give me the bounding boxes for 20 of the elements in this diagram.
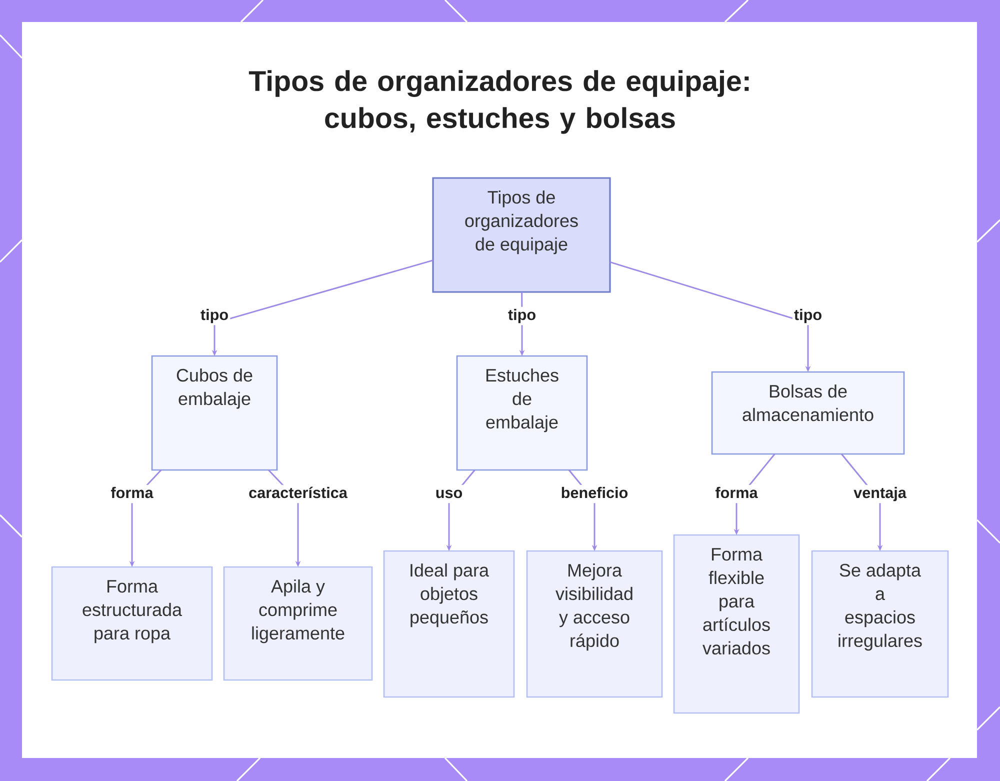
edge-label: ventaja — [852, 484, 908, 504]
edge-label: forma — [714, 484, 760, 504]
concept-box: Cubos de embalaje — [151, 355, 278, 471]
edge-label: tipo — [198, 306, 230, 326]
edge-label: tipo — [792, 306, 824, 326]
edge-label: uso — [434, 484, 464, 504]
concept-box: Se adapta a espacios irregulares — [811, 550, 949, 698]
edge-label: forma — [109, 484, 155, 504]
edge-label: característica — [246, 484, 350, 504]
concept-box: Forma estructurada para ropa — [51, 566, 213, 681]
concept-box: Ideal para objetos pequeños — [383, 550, 515, 698]
concept-box: Tipos de organizadores de equipaje — [432, 177, 611, 293]
title: Tipos de organizadores de equipaje: cubos, estuches y bolsas — [248, 70, 749, 134]
concept-box: Apila y comprime ligeramente — [223, 566, 373, 681]
concept-box: Bolsas de almacenamiento — [711, 371, 905, 455]
concept-box: Mejora visibilidad y acceso rápido — [526, 550, 663, 698]
concept-box: Estuches de embalaje — [456, 355, 588, 471]
concept-box: Forma flexible para artículos variados — [673, 534, 800, 714]
edge-label: beneficio — [559, 484, 630, 504]
edge-label: tipo — [506, 306, 538, 326]
